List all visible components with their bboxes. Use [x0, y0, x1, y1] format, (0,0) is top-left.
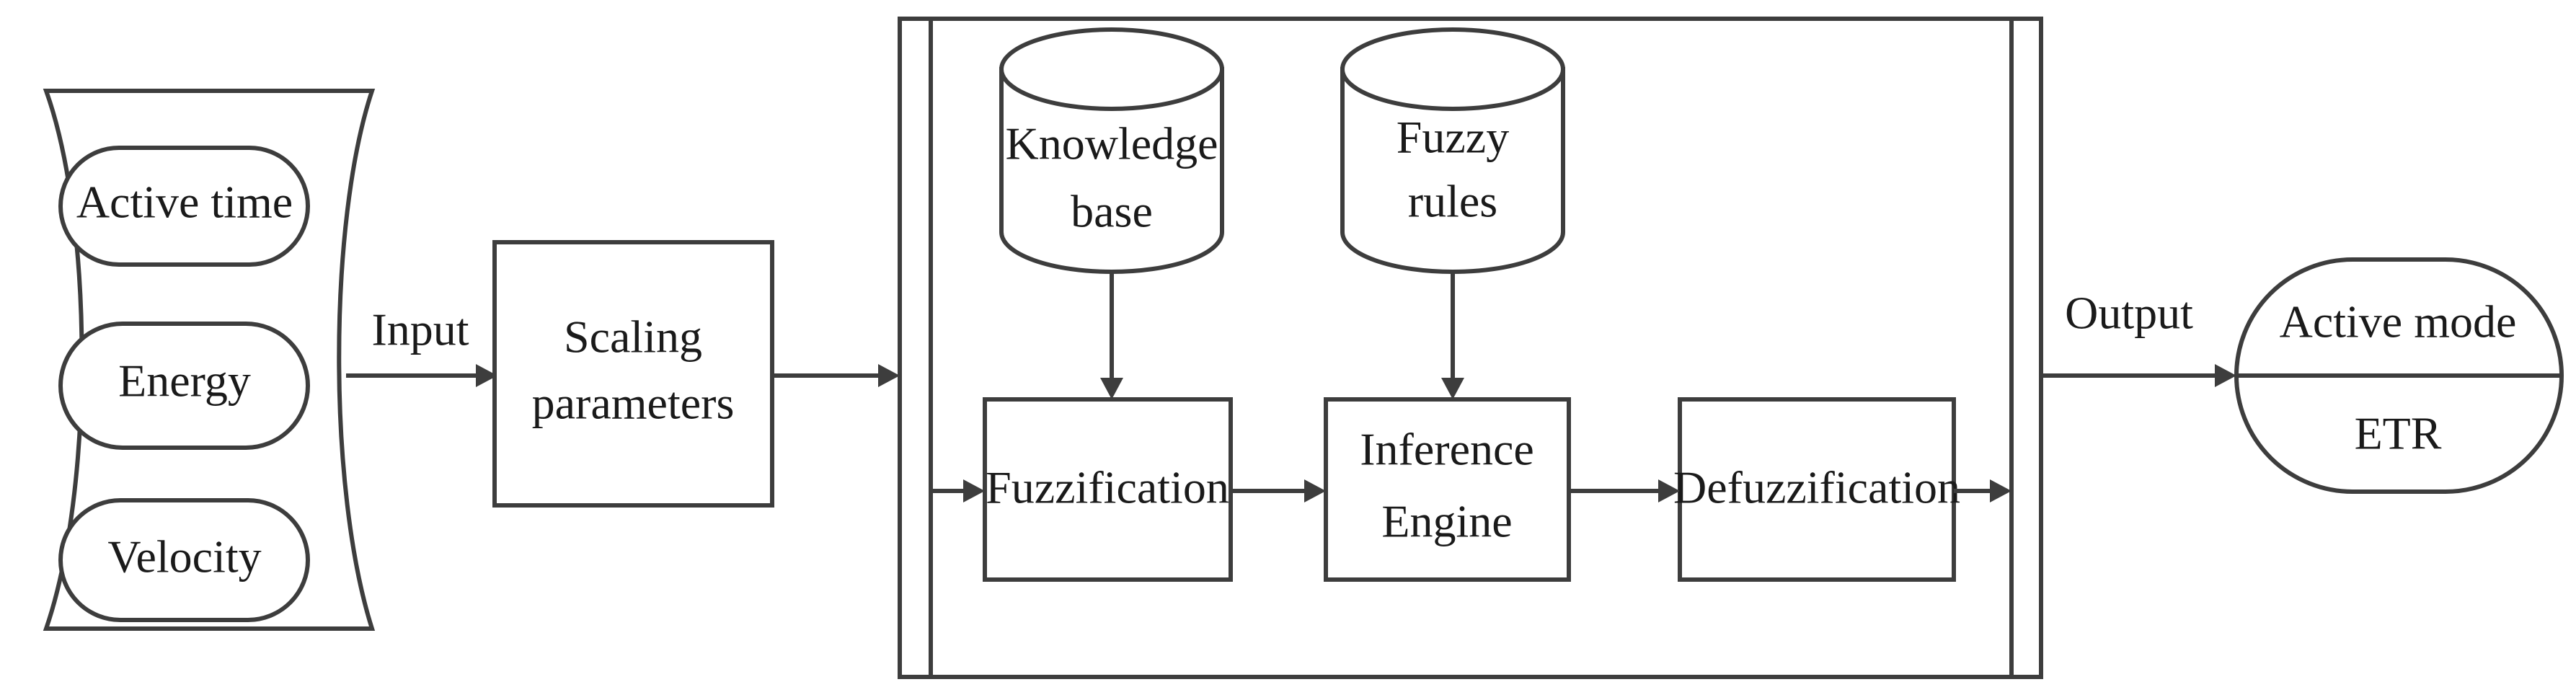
input-velocity-terminator — [58, 498, 310, 622]
defuzzification-box: Defuzzification — [1673, 397, 1960, 582]
knowledge-base-label-line1: Knowledge — [1005, 118, 1218, 169]
inference-engine-rect — [1324, 397, 1571, 582]
defuzzification-label: Defuzzification — [1673, 462, 1960, 513]
entry-to-fuzzification-arrow — [931, 479, 985, 502]
output-node-bottom-label: ETR — [2355, 408, 2442, 459]
scaling-parameters-box: Scaling parameters — [492, 240, 774, 508]
fuzzification-label: Fuzzification — [986, 462, 1229, 513]
fuzzification-box: Fuzzification — [983, 397, 1233, 582]
output-arrow: Output — [2041, 288, 2236, 387]
fuzzy-rules-label-line1: Fuzzy — [1397, 112, 1509, 163]
fuzzy-rules-label-line2: rules — [1408, 176, 1497, 227]
fuzzy-rules-top — [1340, 27, 1565, 111]
scaling-parameters-label-line2: parameters — [532, 378, 735, 429]
input-active-time: Active time — [58, 146, 310, 267]
fuzzification-rect — [983, 397, 1233, 582]
input-energy: Energy — [58, 322, 310, 450]
knowledge-base-top — [999, 27, 1224, 111]
input-velocity: Velocity — [58, 498, 310, 622]
scaling-parameters-rect — [492, 240, 774, 508]
inference-to-defuzzification-arrow — [1569, 479, 1680, 502]
input-energy-terminator — [58, 322, 310, 450]
fuzzification-to-inference-arrow — [1231, 479, 1326, 502]
input-arrow: Input — [346, 304, 497, 387]
output-arrow-label: Output — [2065, 288, 2193, 339]
input-energy-label: Energy — [118, 355, 251, 407]
inference-engine-box: Inference Engine — [1324, 397, 1571, 582]
output-node: Active mode ETR — [2234, 257, 2564, 494]
knowledge-base-arrow — [1100, 272, 1123, 399]
input-active-time-label: Active time — [76, 177, 293, 228]
fuzzy-rules-database: Fuzzy rules — [1340, 27, 1565, 274]
defuzzification-rect — [1678, 397, 1956, 582]
inference-engine-label-line1: Inference — [1360, 424, 1534, 475]
input-arrow-label: Input — [371, 304, 469, 355]
input-active-time-terminator — [58, 146, 310, 267]
input-velocity-label: Velocity — [107, 531, 261, 582]
knowledge-base-label-line2: base — [1071, 186, 1153, 237]
knowledge-base-database: Knowledge base — [999, 27, 1224, 274]
inference-engine-label-line2: Engine — [1381, 496, 1512, 547]
scaling-parameters-label-line1: Scaling — [564, 311, 702, 363]
defuzzification-exit-arrow — [1954, 479, 2011, 502]
output-node-top-label: Active mode — [2280, 296, 2517, 347]
input-panel: Active time Energy Velocity — [43, 89, 376, 631]
fuzzy-rules-arrow — [1441, 272, 1464, 399]
scaling-to-controller-arrow — [772, 364, 900, 387]
